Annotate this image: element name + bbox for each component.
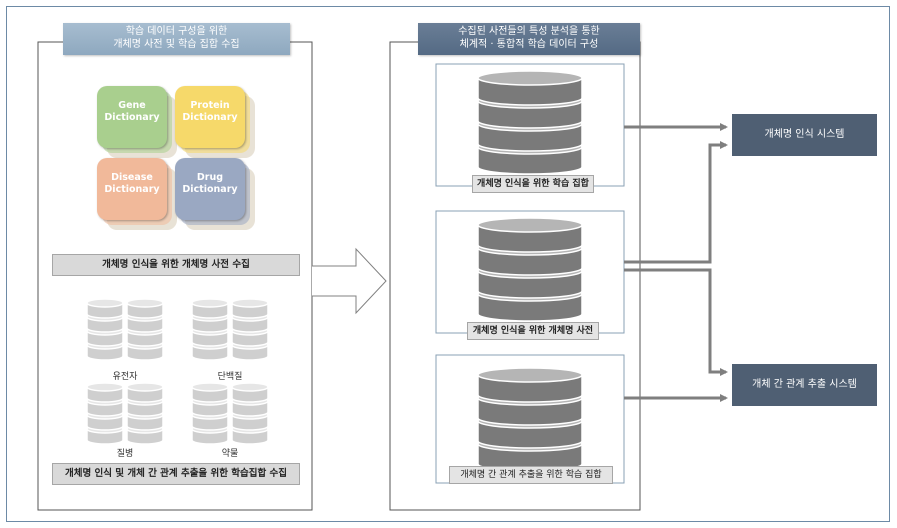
db2-caption: 개체명 인식을 위한 개체명 사전 (467, 322, 599, 340)
dict-card-line2: Dictionary (182, 184, 238, 195)
db-cylinder-ner-dictionary (477, 217, 583, 322)
db-label-drug: 약물 (221, 449, 239, 459)
db-cylinder-training-ner (477, 70, 583, 175)
left-header-line2: 개체명 사전 및 학습 집합 수집 (113, 39, 240, 50)
dict-caption: 개체명 인식을 위한 개체명 사전 수집 (52, 254, 300, 276)
relation-system-box: 개체 간 관계 추출 시스템 (732, 364, 877, 406)
transfer-arrow (312, 247, 387, 315)
db-cylinder-protein (231, 298, 269, 361)
arrow-db2-to-ner (624, 141, 728, 264)
db-cylinder-protein (191, 298, 229, 361)
db-label-disease: 질병 (116, 449, 134, 459)
db-cylinder-drug (231, 382, 269, 445)
arrow-db2-to-relation (624, 268, 728, 376)
dict-card-line1: Disease (111, 172, 153, 183)
db-cylinder-gene (86, 298, 124, 361)
middle-panel-header: 수집된 사전들의 특성 분석을 통한 체계적 · 통합적 학습 데이터 구성 (418, 23, 640, 55)
db-cylinder-disease (126, 382, 164, 445)
db-cylinder-training-relation (477, 367, 583, 472)
training-caption: 개체명 인식 및 개체 간 관계 추출을 위한 학습집합 수집 (52, 463, 300, 485)
db-label-gene: 유전자 (112, 372, 138, 382)
dict-card-line1: Protein (190, 100, 230, 111)
db-label-protein: 단백질 (217, 372, 243, 382)
middle-header-line2: 체계적 · 통합적 학습 데이터 구성 (459, 39, 599, 50)
dict-card-line1: Gene (118, 100, 146, 111)
ner-system-box: 개체명 인식 시스템 (732, 114, 877, 156)
dict-card-line2: Dictionary (104, 184, 160, 195)
db3-caption: 개체명 간 관계 추출을 위한 학습 집합 (449, 466, 613, 484)
middle-header-line1: 수집된 사전들의 특성 분석을 통한 (458, 26, 600, 37)
db-cylinder-drug (191, 382, 229, 445)
dict-card-line1: Drug (196, 172, 224, 183)
db1-caption: 개체명 인식을 위한 학습 집합 (472, 175, 594, 193)
dict-card-line2: Dictionary (104, 112, 160, 123)
outer-frame (6, 6, 890, 522)
left-panel-header: 학습 데이터 구성을 위한 개체명 사전 및 학습 집합 수집 (63, 23, 290, 55)
left-header-line1: 학습 데이터 구성을 위한 (125, 26, 228, 37)
db-cylinder-disease (86, 382, 124, 445)
db-cylinder-gene (126, 298, 164, 361)
dict-card-line2: Dictionary (182, 112, 238, 123)
